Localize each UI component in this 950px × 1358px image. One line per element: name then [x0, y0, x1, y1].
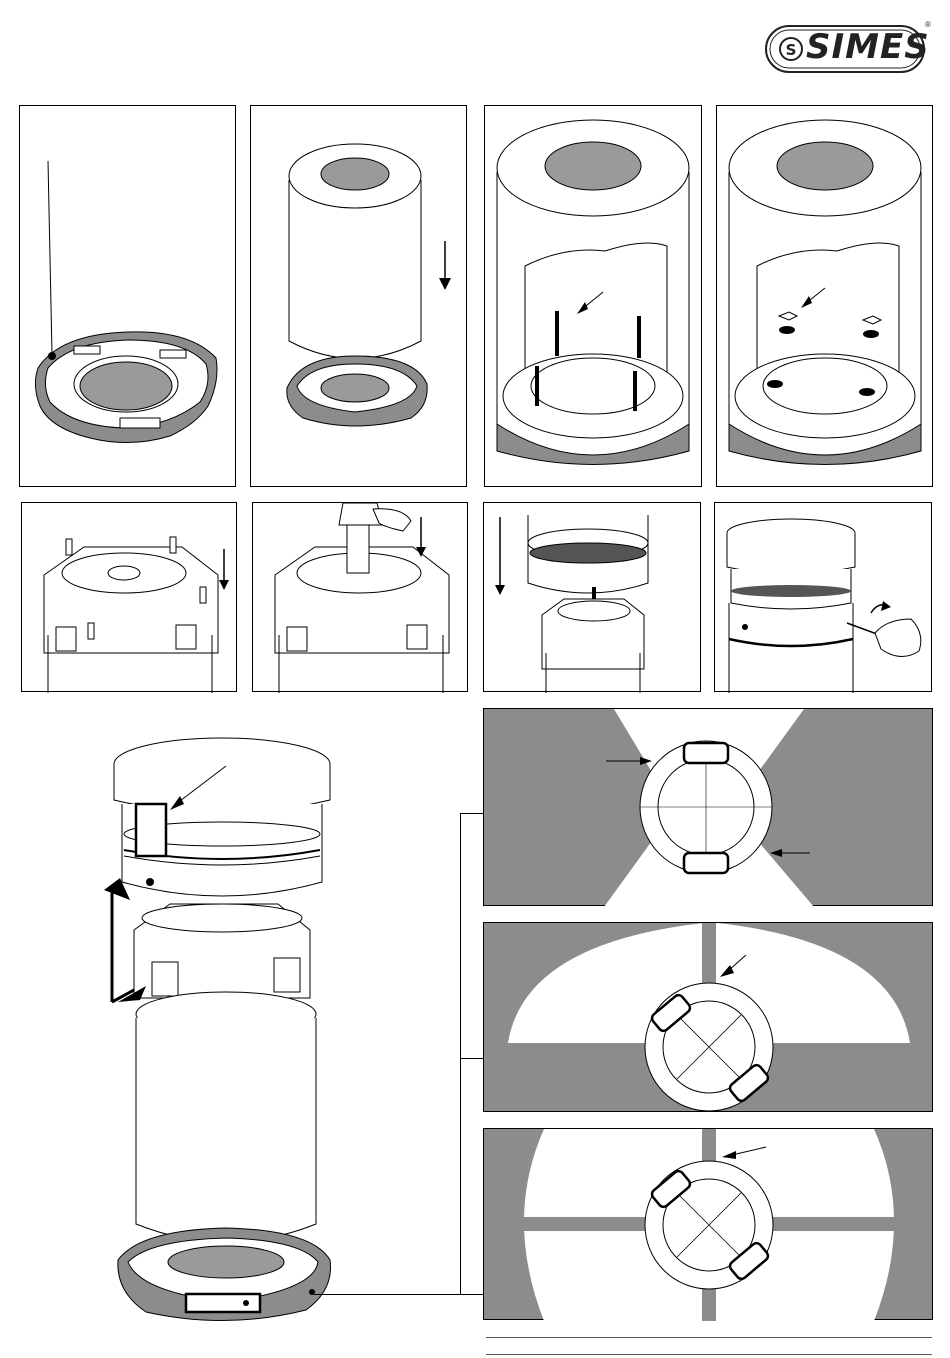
orientation-1-drawing	[484, 709, 934, 907]
cap-screw-illustration	[715, 503, 933, 693]
exploded-assembly-illustration	[0, 700, 470, 1358]
nuts-washers-illustration	[717, 106, 934, 488]
housing-screws-illustration	[22, 503, 238, 693]
studs-illustration	[485, 106, 703, 488]
footer-rule-2	[486, 1354, 932, 1355]
orientation-diagram-3	[483, 1128, 933, 1320]
step-4-panel	[716, 105, 933, 487]
cylinder-drop-illustration	[251, 106, 468, 488]
orientation-diagram-2	[483, 922, 933, 1112]
registered-mark: ®	[925, 20, 931, 29]
step-6-panel	[252, 502, 468, 692]
diffuser-drop-illustration	[484, 503, 702, 693]
step-7-panel	[483, 502, 701, 692]
step-5-panel	[21, 502, 237, 692]
orientation-3-drawing	[484, 1129, 934, 1321]
orientation-2-drawing	[484, 923, 934, 1113]
step-3-panel	[484, 105, 702, 487]
lamp-insert-illustration	[253, 503, 469, 693]
orientation-diagram-1	[483, 708, 933, 906]
step-1-panel	[19, 105, 236, 487]
footer-rule-1	[486, 1337, 932, 1338]
step-2-panel	[250, 105, 467, 487]
base-plate-illustration	[20, 106, 237, 488]
logo-wordmark: SIMES	[806, 27, 930, 67]
connector-line-vertical	[460, 813, 461, 1295]
step-8-panel	[714, 502, 932, 692]
logo-mark: S	[786, 41, 797, 59]
